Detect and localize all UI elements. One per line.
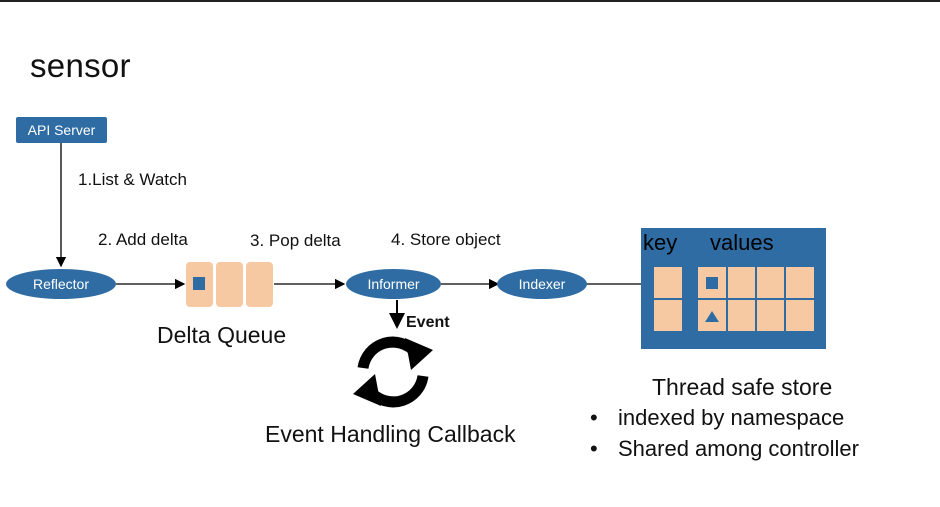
reflector-node: Reflector (6, 269, 116, 299)
api-server-node: API Server (16, 117, 107, 143)
indexer-node: Indexer (497, 269, 587, 299)
delta-queue-cell (186, 262, 213, 307)
step-add-delta-label: 2. Add delta (98, 230, 188, 249)
step-store-object-label: 4. Store object (391, 230, 501, 249)
store-feature-list: indexed by namespace Shared among contro… (590, 402, 859, 464)
store-value-cell (786, 267, 814, 298)
delta-queue-label: Delta Queue (157, 322, 287, 348)
value-triangle-marker (705, 311, 719, 322)
store-value-cell (757, 300, 784, 331)
store-value-cell (786, 300, 814, 331)
delta-queue-cell (246, 262, 273, 307)
step-pop-delta-label: 3. Pop delta (250, 231, 341, 250)
informer-node: Informer (346, 269, 441, 299)
step-list-watch-label: 1.List & Watch (78, 170, 187, 189)
top-divider-line (0, 0, 940, 2)
delta-queue-cell (216, 262, 243, 307)
store-value-cell (728, 300, 755, 331)
slide-title: sensor (30, 47, 131, 84)
store-key-cell (654, 267, 682, 298)
store-feature-item: Shared among controller (590, 433, 859, 464)
callback-label: Event Handling Callback (265, 421, 516, 447)
store-value-cell (698, 267, 726, 298)
store-key-cell (654, 300, 682, 331)
event-label: Event (406, 314, 450, 331)
store-value-cell (698, 300, 726, 331)
delta-item-square (193, 277, 205, 290)
store-key-header: key (643, 230, 678, 255)
store-value-cell (757, 267, 784, 298)
store-feature-item: indexed by namespace (590, 402, 859, 433)
store-caption: Thread safe store (652, 374, 833, 400)
store-value-cell (728, 267, 755, 298)
value-square-marker (706, 277, 718, 289)
store-values-header: values (710, 230, 774, 255)
